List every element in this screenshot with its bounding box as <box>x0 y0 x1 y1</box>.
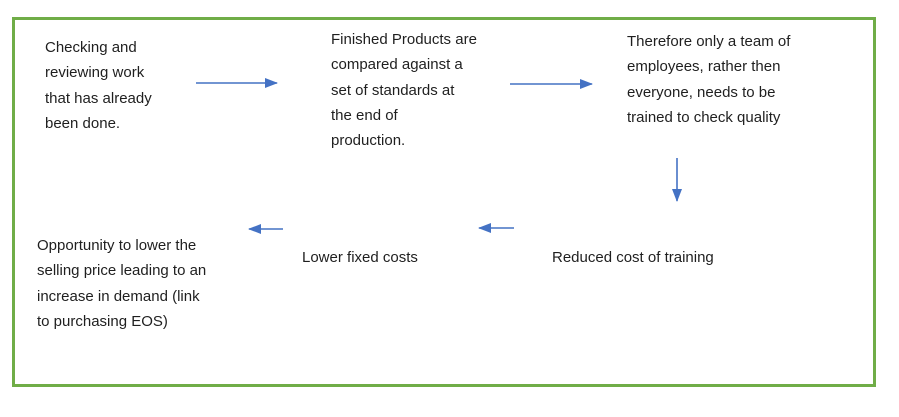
flow-node-lower-fixed-costs: Lower fixed costs <box>302 249 418 266</box>
diagram-border-frame <box>12 17 876 387</box>
flow-node-checking-work: Checking and reviewing work that has alr… <box>45 39 152 132</box>
flow-node-finished-products: Finished Products are compared against a… <box>331 31 477 150</box>
flow-node-reduced-training-cost: Reduced cost of training <box>552 249 714 266</box>
flow-node-team-trained: Therefore only a team of employees, rath… <box>627 33 791 126</box>
flow-node-lower-price-opportunity: Opportunity to lower the selling price l… <box>37 237 207 330</box>
